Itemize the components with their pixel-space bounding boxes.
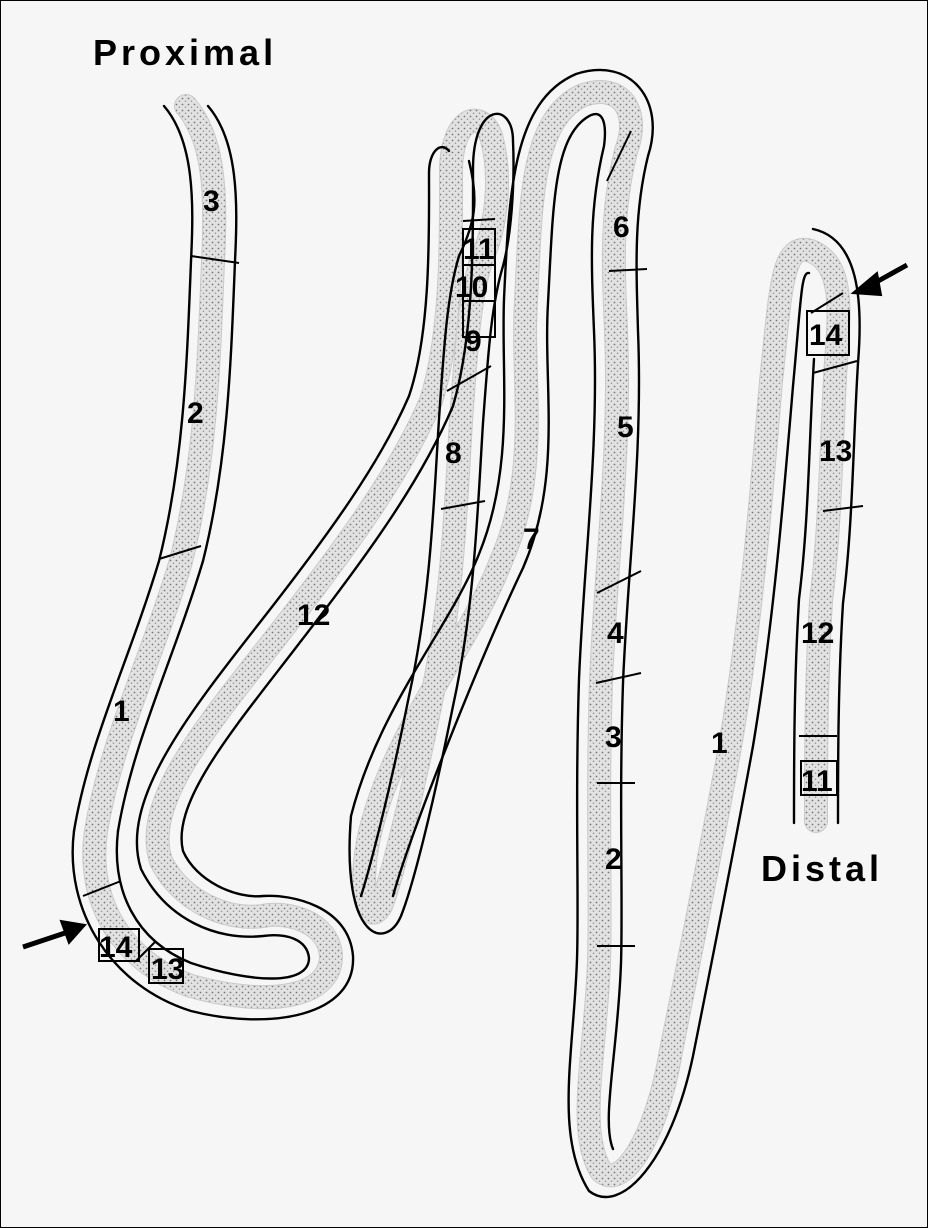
- segment-number: 3: [605, 721, 622, 754]
- arrow-left-icon: [23, 921, 85, 947]
- arrow-right-icon: [853, 265, 907, 295]
- distal-label: Distal: [761, 848, 883, 889]
- segment-number: 1: [711, 727, 728, 760]
- segment-number: 12: [297, 599, 330, 632]
- segment-number: 5: [617, 411, 634, 444]
- segment-number: 2: [187, 397, 204, 430]
- proximal-label: Proximal: [93, 32, 277, 73]
- segment-number: 2: [605, 843, 622, 876]
- segment-number: 6: [613, 211, 630, 244]
- segment-number: 4: [607, 617, 624, 650]
- segment-number: 11: [463, 233, 495, 266]
- segment-number: 1: [113, 695, 130, 728]
- segment-number: 14: [809, 319, 843, 352]
- segment-number: 12: [801, 617, 834, 650]
- segment-number: 13: [819, 435, 852, 468]
- segment-number: 9: [465, 325, 482, 358]
- segment-number: 10: [455, 271, 488, 304]
- segment-number: 13: [151, 953, 184, 986]
- segment-number: 7: [523, 523, 540, 556]
- segment-number: 8: [445, 437, 462, 470]
- segment-number: 11: [801, 765, 833, 798]
- segment-number: 3: [203, 185, 220, 218]
- segment-number: 14: [99, 931, 133, 964]
